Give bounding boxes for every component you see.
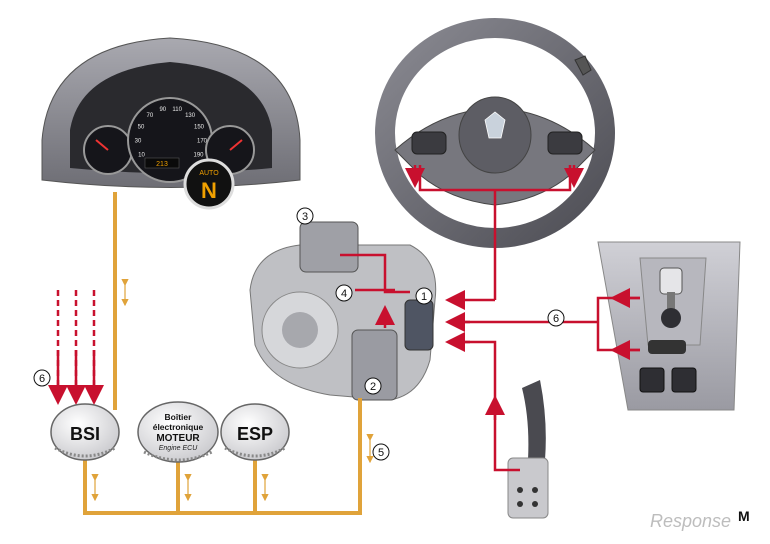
odometer-readout: 213 xyxy=(156,161,168,168)
brand-logo-icon xyxy=(484,111,506,139)
svg-text:5: 5 xyxy=(378,447,384,459)
engine-ecu-line4: Engine ECU xyxy=(159,445,198,452)
svg-text:1: 1 xyxy=(421,291,427,303)
callout-5: 5 xyxy=(372,443,390,461)
clutch-actuator-icon xyxy=(351,329,398,401)
svg-text:6: 6 xyxy=(553,313,559,325)
window-switch-icon xyxy=(639,367,665,393)
svg-text:3: 3 xyxy=(302,211,308,223)
left-spoke-buttons xyxy=(411,131,447,155)
watermark-mark: M xyxy=(738,508,750,524)
watermark-brand: Response xyxy=(650,511,731,531)
engine-ecu-line2: électronique xyxy=(153,422,204,432)
speedo-tick-label: 10 xyxy=(138,153,145,159)
esp-module: ESP xyxy=(220,403,290,461)
gearbox-ecu-icon xyxy=(404,299,434,351)
callout-3: 3 xyxy=(296,207,314,225)
mode-switch-icon xyxy=(648,340,686,354)
speedo-tick-label: 190 xyxy=(193,153,204,159)
speedo-tick-label: 50 xyxy=(138,125,145,131)
speedo-tick-label: 70 xyxy=(147,113,154,119)
response-watermark: Response M xyxy=(650,508,750,531)
gearbox-assembly xyxy=(249,221,437,401)
engine-ecu-module: Boîtier électronique MOTEUR Engine ECU xyxy=(137,401,219,463)
speedo-tick-label: 170 xyxy=(197,139,208,145)
speedo-tick-label: 30 xyxy=(135,139,142,145)
speedo-tick-label: 110 xyxy=(172,107,182,113)
paddle-shifter-icon xyxy=(574,55,592,76)
gear-indicator xyxy=(183,158,235,210)
bus-arrows xyxy=(91,279,374,502)
speedo-tick-label: 90 xyxy=(159,107,166,113)
bsi-label: BSI xyxy=(70,424,100,444)
esp-label: ESP xyxy=(237,424,273,444)
data-bus xyxy=(83,192,362,515)
gear-value: N xyxy=(201,178,217,203)
window-switch-icon xyxy=(671,367,697,393)
signal-wires xyxy=(48,165,640,472)
bsi-module: BSI xyxy=(50,403,120,461)
svg-text:6: 6 xyxy=(39,373,45,385)
svg-text:4: 4 xyxy=(341,288,347,300)
speedo-tick-label: 130 xyxy=(185,113,196,119)
callout-4: 4 xyxy=(335,284,353,302)
gear-mode-label: AUTO xyxy=(199,170,219,177)
callout-6-right: 6 xyxy=(547,309,565,327)
svg-text:2: 2 xyxy=(370,381,376,393)
callout-2: 2 xyxy=(364,377,382,395)
right-spoke-buttons xyxy=(547,131,583,155)
speedo-tick-label: 150 xyxy=(194,125,205,131)
callout-6-left: 6 xyxy=(33,369,51,387)
brake-pedal xyxy=(507,380,549,519)
engine-ecu-line3: MOTEUR xyxy=(156,433,200,444)
engine-ecu-line1: Boîtier xyxy=(165,412,193,422)
gear-selector-console xyxy=(597,241,741,411)
gear-actuator-icon xyxy=(299,221,359,273)
callout-1: 1 xyxy=(415,287,433,305)
